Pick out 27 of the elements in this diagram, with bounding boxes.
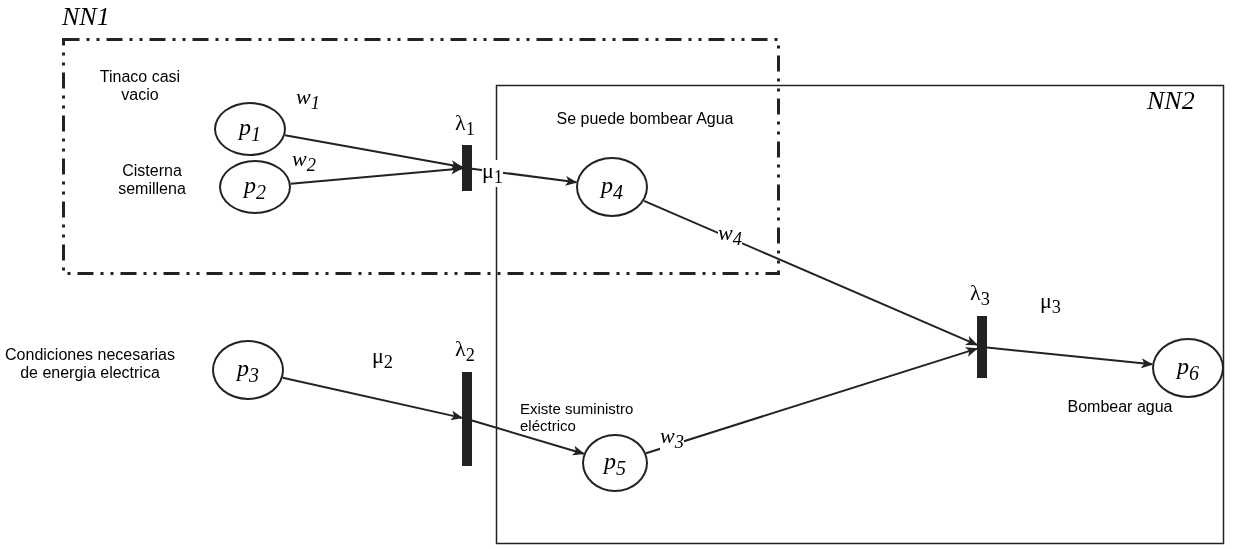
place-caption: Tinaco casi vacio [98,68,182,105]
place-circle [1152,338,1224,398]
place-caption: Existe suministro eléctrico [520,400,635,435]
arrow [471,419,585,456]
arrow [986,346,1154,369]
place-caption: Condiciones necesarias de energia electrica [5,346,175,383]
transition-bar [462,145,472,191]
place-label: p$_{2}$ [244,172,266,202]
arrow [281,376,463,421]
arrow [645,347,978,455]
place-label: p$_{1}$ [239,114,261,144]
transition-bar [462,372,472,466]
place-caption: Cisterna semillena [117,162,187,199]
place-caption: Se puede bombear Agua [555,110,735,129]
place-label: p$_{3}$ [237,355,259,385]
place-label: p$_{5}$ [604,448,626,478]
place-circle [576,157,648,217]
edge-label: μ$_{1}$ [482,160,503,187]
place-label: p$_{4}$ [601,172,623,202]
group-title: NN2 [1147,88,1195,114]
arrow [284,134,463,171]
arrow [289,164,463,185]
transition-bar [977,316,987,378]
place-circle [582,434,648,492]
place-caption: Bombear agua [1066,398,1174,417]
place-label: p$_{6}$ [1177,353,1199,383]
group-title: NN1 [62,4,110,30]
